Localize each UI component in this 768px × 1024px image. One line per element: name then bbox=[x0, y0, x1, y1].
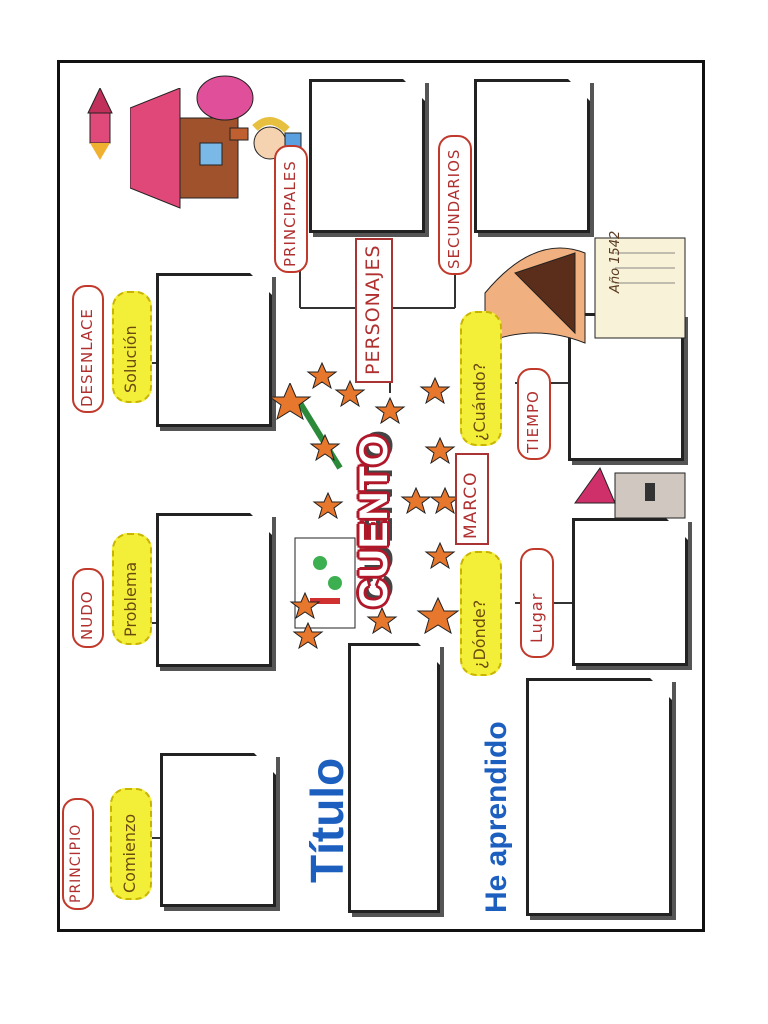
cuento-center-label: CUENTO bbox=[352, 433, 396, 608]
story-map-worksheet: Título He aprendido CUENTO PERSONAJES PR… bbox=[57, 60, 705, 932]
comienzo-cloud bbox=[110, 788, 152, 900]
star-icon bbox=[312, 491, 344, 520]
principio-tag bbox=[62, 798, 94, 910]
lugar-tag bbox=[520, 548, 554, 658]
nudo-label: NUDO bbox=[78, 590, 96, 640]
star-icon bbox=[400, 486, 432, 515]
note-box-lugar[interactable] bbox=[572, 518, 688, 666]
cuando-label: ¿Cuándo? bbox=[470, 362, 489, 441]
star-icon bbox=[416, 596, 460, 635]
nudo-tag bbox=[72, 568, 104, 648]
donde-cloud bbox=[460, 551, 502, 676]
principales-label: PRINCIPALES bbox=[281, 160, 299, 267]
tiempo-tag bbox=[517, 368, 551, 460]
star-icon bbox=[366, 606, 398, 635]
lugar-label: Lugar bbox=[527, 592, 546, 643]
scroll-year-label: Año 1542 bbox=[608, 230, 623, 293]
star-icon bbox=[306, 361, 338, 390]
tiempo-label: TIEMPO bbox=[524, 390, 542, 453]
desenlace-tag bbox=[72, 285, 104, 413]
note-box-desenlace[interactable] bbox=[156, 273, 272, 427]
note-box-principio[interactable] bbox=[160, 753, 276, 907]
star-icon bbox=[419, 376, 451, 405]
note-box-aprendido[interactable] bbox=[526, 678, 672, 916]
solucion-label: Solución bbox=[121, 325, 140, 393]
star-icon bbox=[424, 436, 456, 465]
rocket-icon bbox=[87, 88, 113, 160]
note-box-principales[interactable] bbox=[309, 79, 425, 233]
desenlace-label: DESENLACE bbox=[78, 308, 96, 407]
star-icon bbox=[289, 591, 321, 620]
star-icon bbox=[292, 621, 324, 650]
scroll-icon bbox=[484, 237, 686, 344]
star-icon bbox=[334, 379, 366, 408]
note-box-nudo[interactable] bbox=[156, 513, 272, 667]
marco-label: MARCO bbox=[461, 471, 481, 539]
star-burst bbox=[289, 361, 461, 650]
book-icon bbox=[294, 537, 356, 629]
solucion-cloud bbox=[112, 291, 152, 403]
cuando-cloud bbox=[460, 311, 502, 446]
problema-cloud bbox=[112, 533, 152, 645]
donde-label: ¿Dónde? bbox=[470, 599, 489, 669]
comienzo-label: Comienzo bbox=[120, 813, 139, 893]
star-icon bbox=[374, 396, 406, 425]
note-box-secundarios[interactable] bbox=[474, 79, 590, 233]
problema-label: Problema bbox=[121, 561, 140, 637]
principio-label: PRINCIPIO bbox=[68, 823, 84, 903]
star-icon bbox=[309, 433, 341, 462]
secundarios-tag bbox=[438, 135, 472, 275]
castle-icon bbox=[574, 466, 686, 519]
principales-tag bbox=[274, 145, 308, 273]
secundarios-label: SECUNDARIOS bbox=[445, 148, 463, 269]
marco-box bbox=[455, 453, 489, 545]
star-icon bbox=[424, 541, 456, 570]
house-icon bbox=[130, 88, 249, 209]
personajes-box bbox=[355, 238, 393, 383]
balloon-icon bbox=[196, 75, 254, 121]
personajes-label: PERSONAJES bbox=[362, 244, 384, 375]
learned-heading: He aprendido bbox=[480, 721, 513, 913]
title-heading: Título bbox=[301, 757, 353, 883]
note-box-titulo[interactable] bbox=[348, 643, 440, 913]
